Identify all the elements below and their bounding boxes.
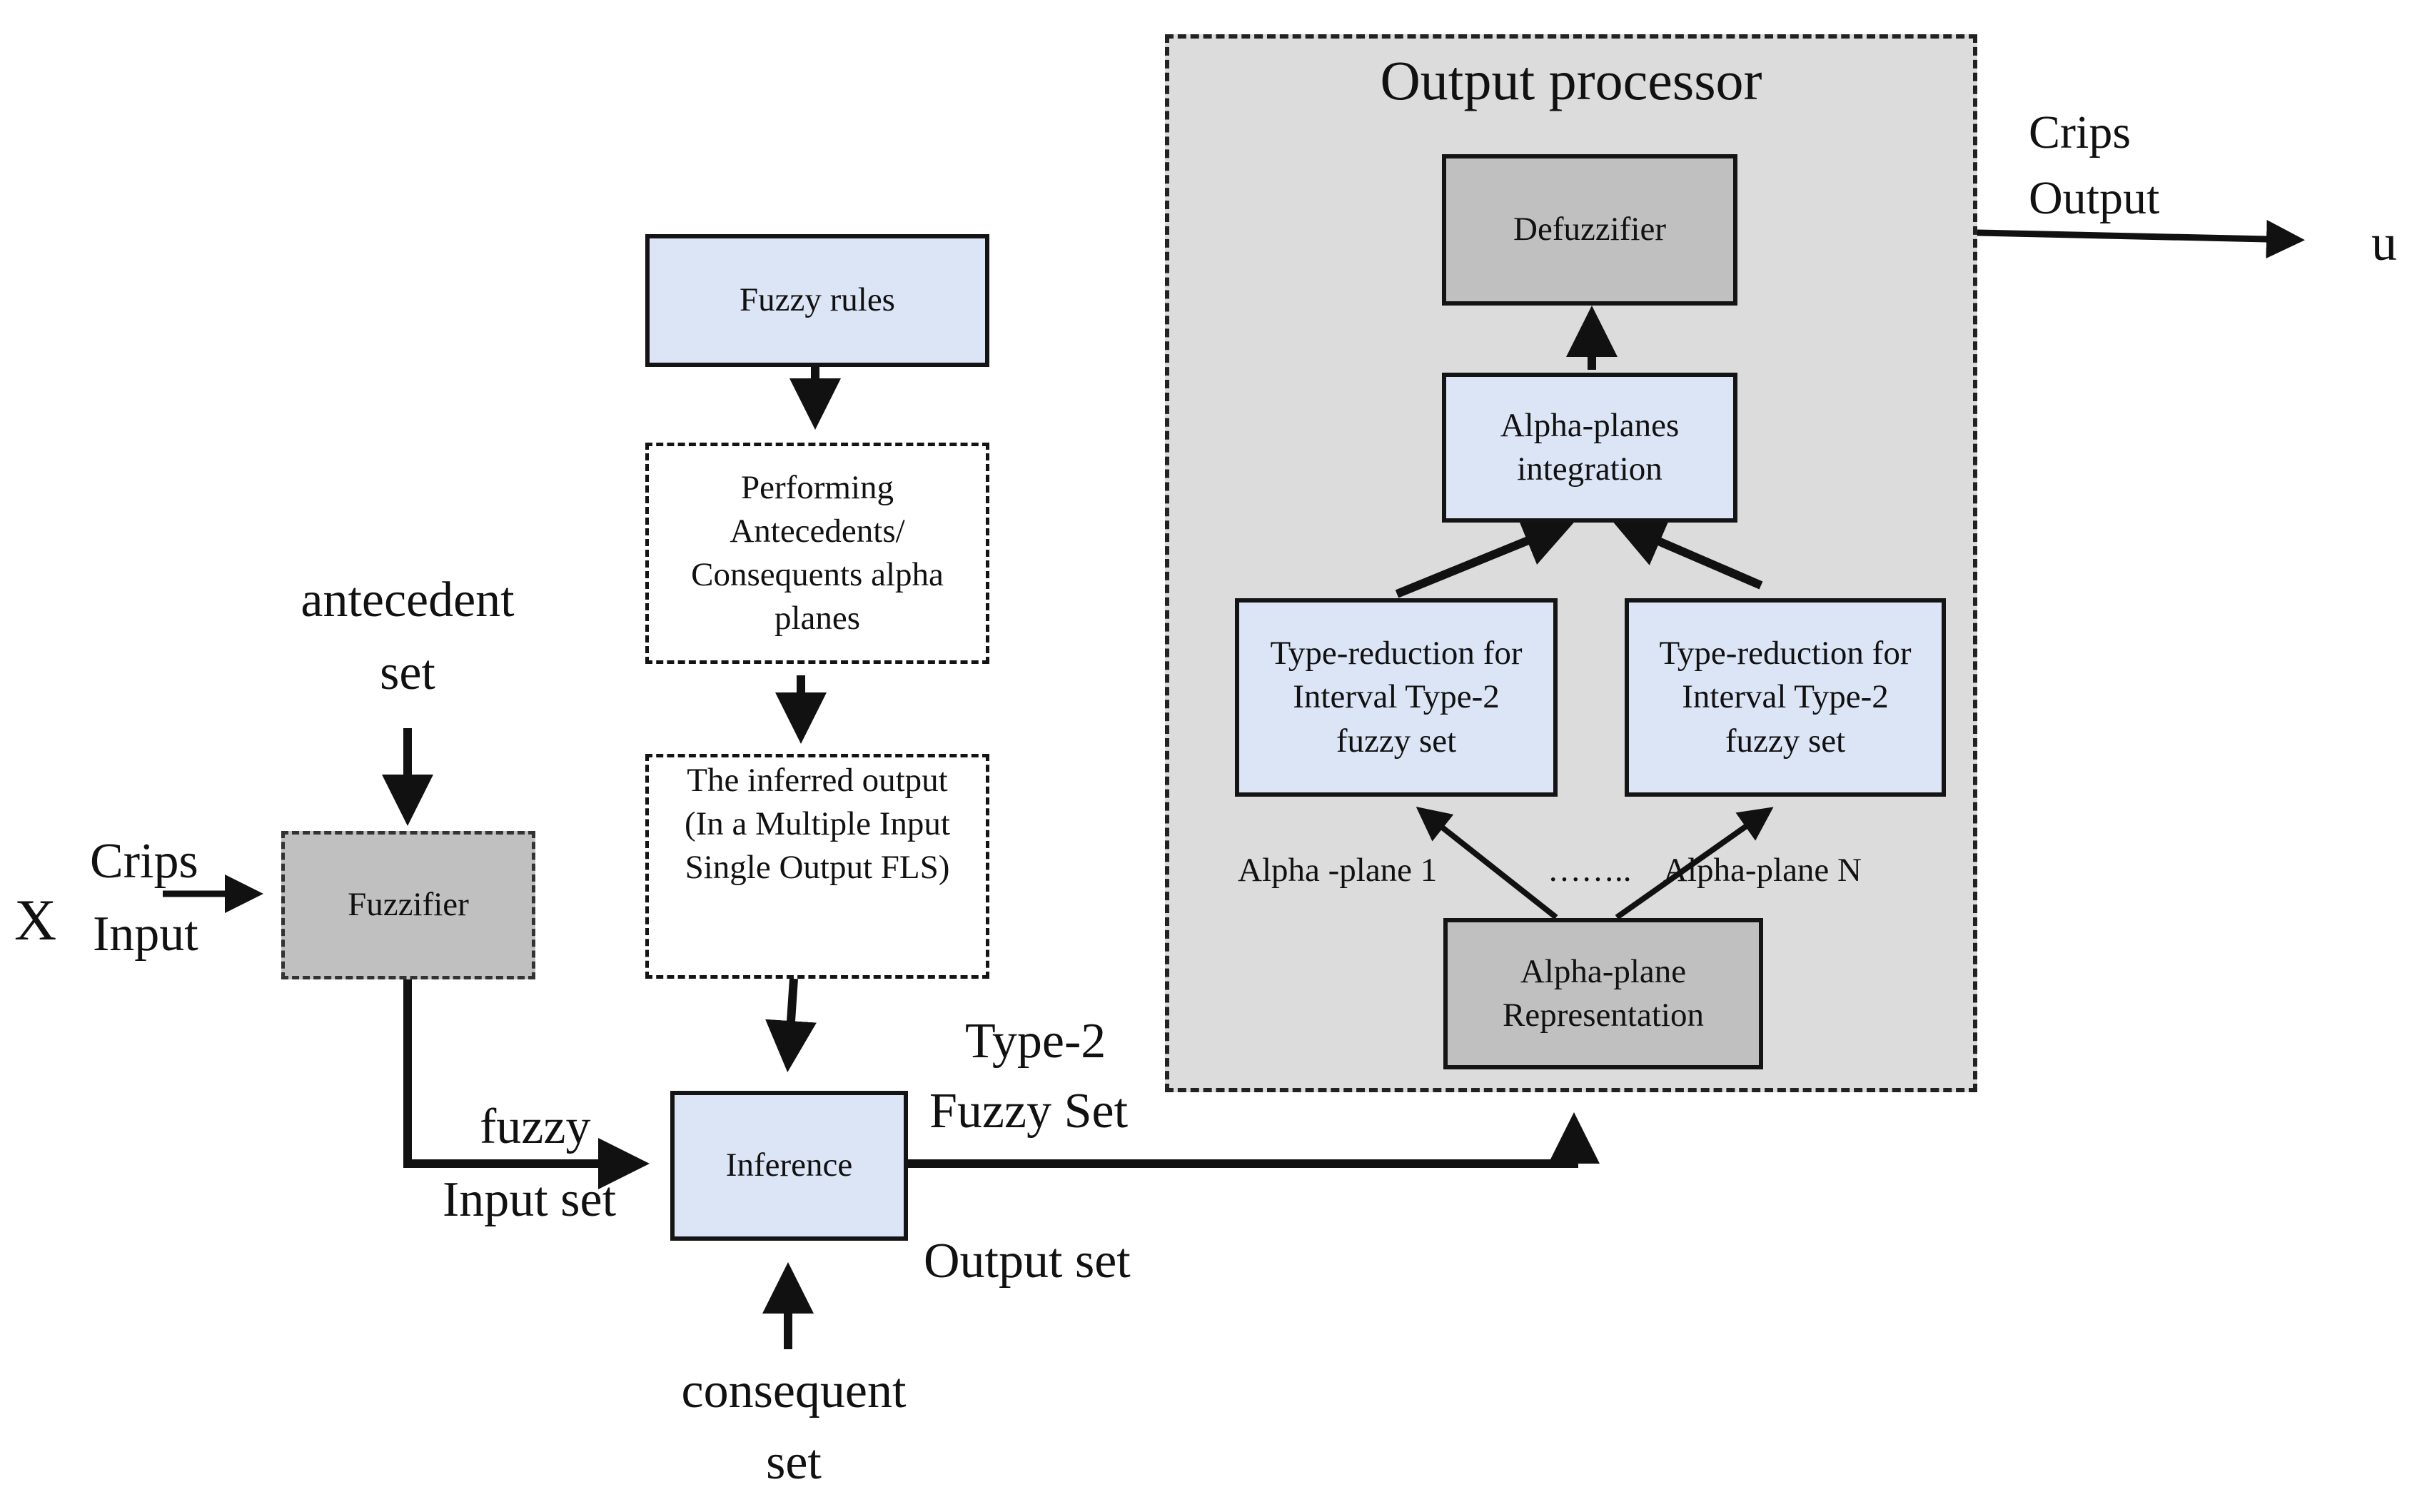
inference-box: Inference: [670, 1091, 908, 1241]
consequent-set-label-line-2: set: [766, 1435, 822, 1490]
alpha-plane-1-label: Alpha -plane 1: [1238, 852, 1438, 889]
alpha-plane-n-label: Alpha-plane N: [1663, 852, 1862, 889]
u-label: u: [2371, 214, 2397, 271]
antecedent-set-label-line-1: antecedent: [301, 573, 515, 628]
consequent-set-label-line-1: consequent: [681, 1364, 907, 1418]
arrow-representation-to-type-reduction-1: [1416, 807, 1558, 920]
type2-fuzzy-set-label-line-1: Type-2: [965, 1014, 1106, 1069]
ellipsis-label: ……..: [1548, 852, 1632, 889]
crips-output-label-line-1: Crips: [2029, 106, 2131, 158]
fuzzifier-box: Fuzzifier: [281, 831, 535, 979]
type2-fuzzy-set-label-line-2: Fuzzy Set: [929, 1084, 1129, 1139]
fuzzy-input-set-label-line-2: Input set: [443, 1172, 617, 1227]
arrow-inference-to-output-processor: [905, 1112, 1600, 1168]
type-reduction-box-2: Type-reduction for Interval Type-2 fuzzy…: [1625, 598, 1946, 797]
alpha-planes-box: Performing Antecedents/ Consequents alph…: [645, 443, 989, 664]
x-label: X: [14, 887, 57, 952]
arrow-fuzzifier-to-inference: [403, 979, 650, 1189]
output-set-label: Output set: [924, 1234, 1131, 1289]
arrow-crips-output-to-u: [1977, 220, 2305, 258]
inferred-output-box: The inferred output (In a Multiple Input…: [645, 754, 989, 979]
alpha-planes-integration-box: Alpha-planes integration: [1442, 373, 1737, 523]
fuzzy-rules-box: Fuzzy rules: [645, 234, 989, 367]
crips-output-label-line-2: Output: [2029, 172, 2160, 224]
fuzzy-input-set-label-line-1: fuzzy: [480, 1099, 591, 1154]
arrow-type-reduction-1-to-integration: [1395, 517, 1575, 598]
arrow-inferred-to-inference: [765, 978, 817, 1072]
type-reduction-box-1: Type-reduction for Interval Type-2 fuzzy…: [1235, 598, 1558, 797]
arrow-representation-to-type-reduction-2: [1615, 807, 1774, 920]
output-processor-title: Output processor: [1380, 49, 1762, 111]
antecedent-set-label-line-2: set: [380, 645, 435, 700]
crips-input-label-line-2: Input: [93, 907, 198, 962]
arrow-type-reduction-2-to-integration: [1612, 518, 1763, 590]
crips-input-label-line-1: Crips: [90, 834, 198, 889]
alpha-plane-representation-box: Alpha-plane Representation: [1443, 918, 1763, 1069]
defuzzifier-box: Defuzzifier: [1442, 154, 1737, 306]
